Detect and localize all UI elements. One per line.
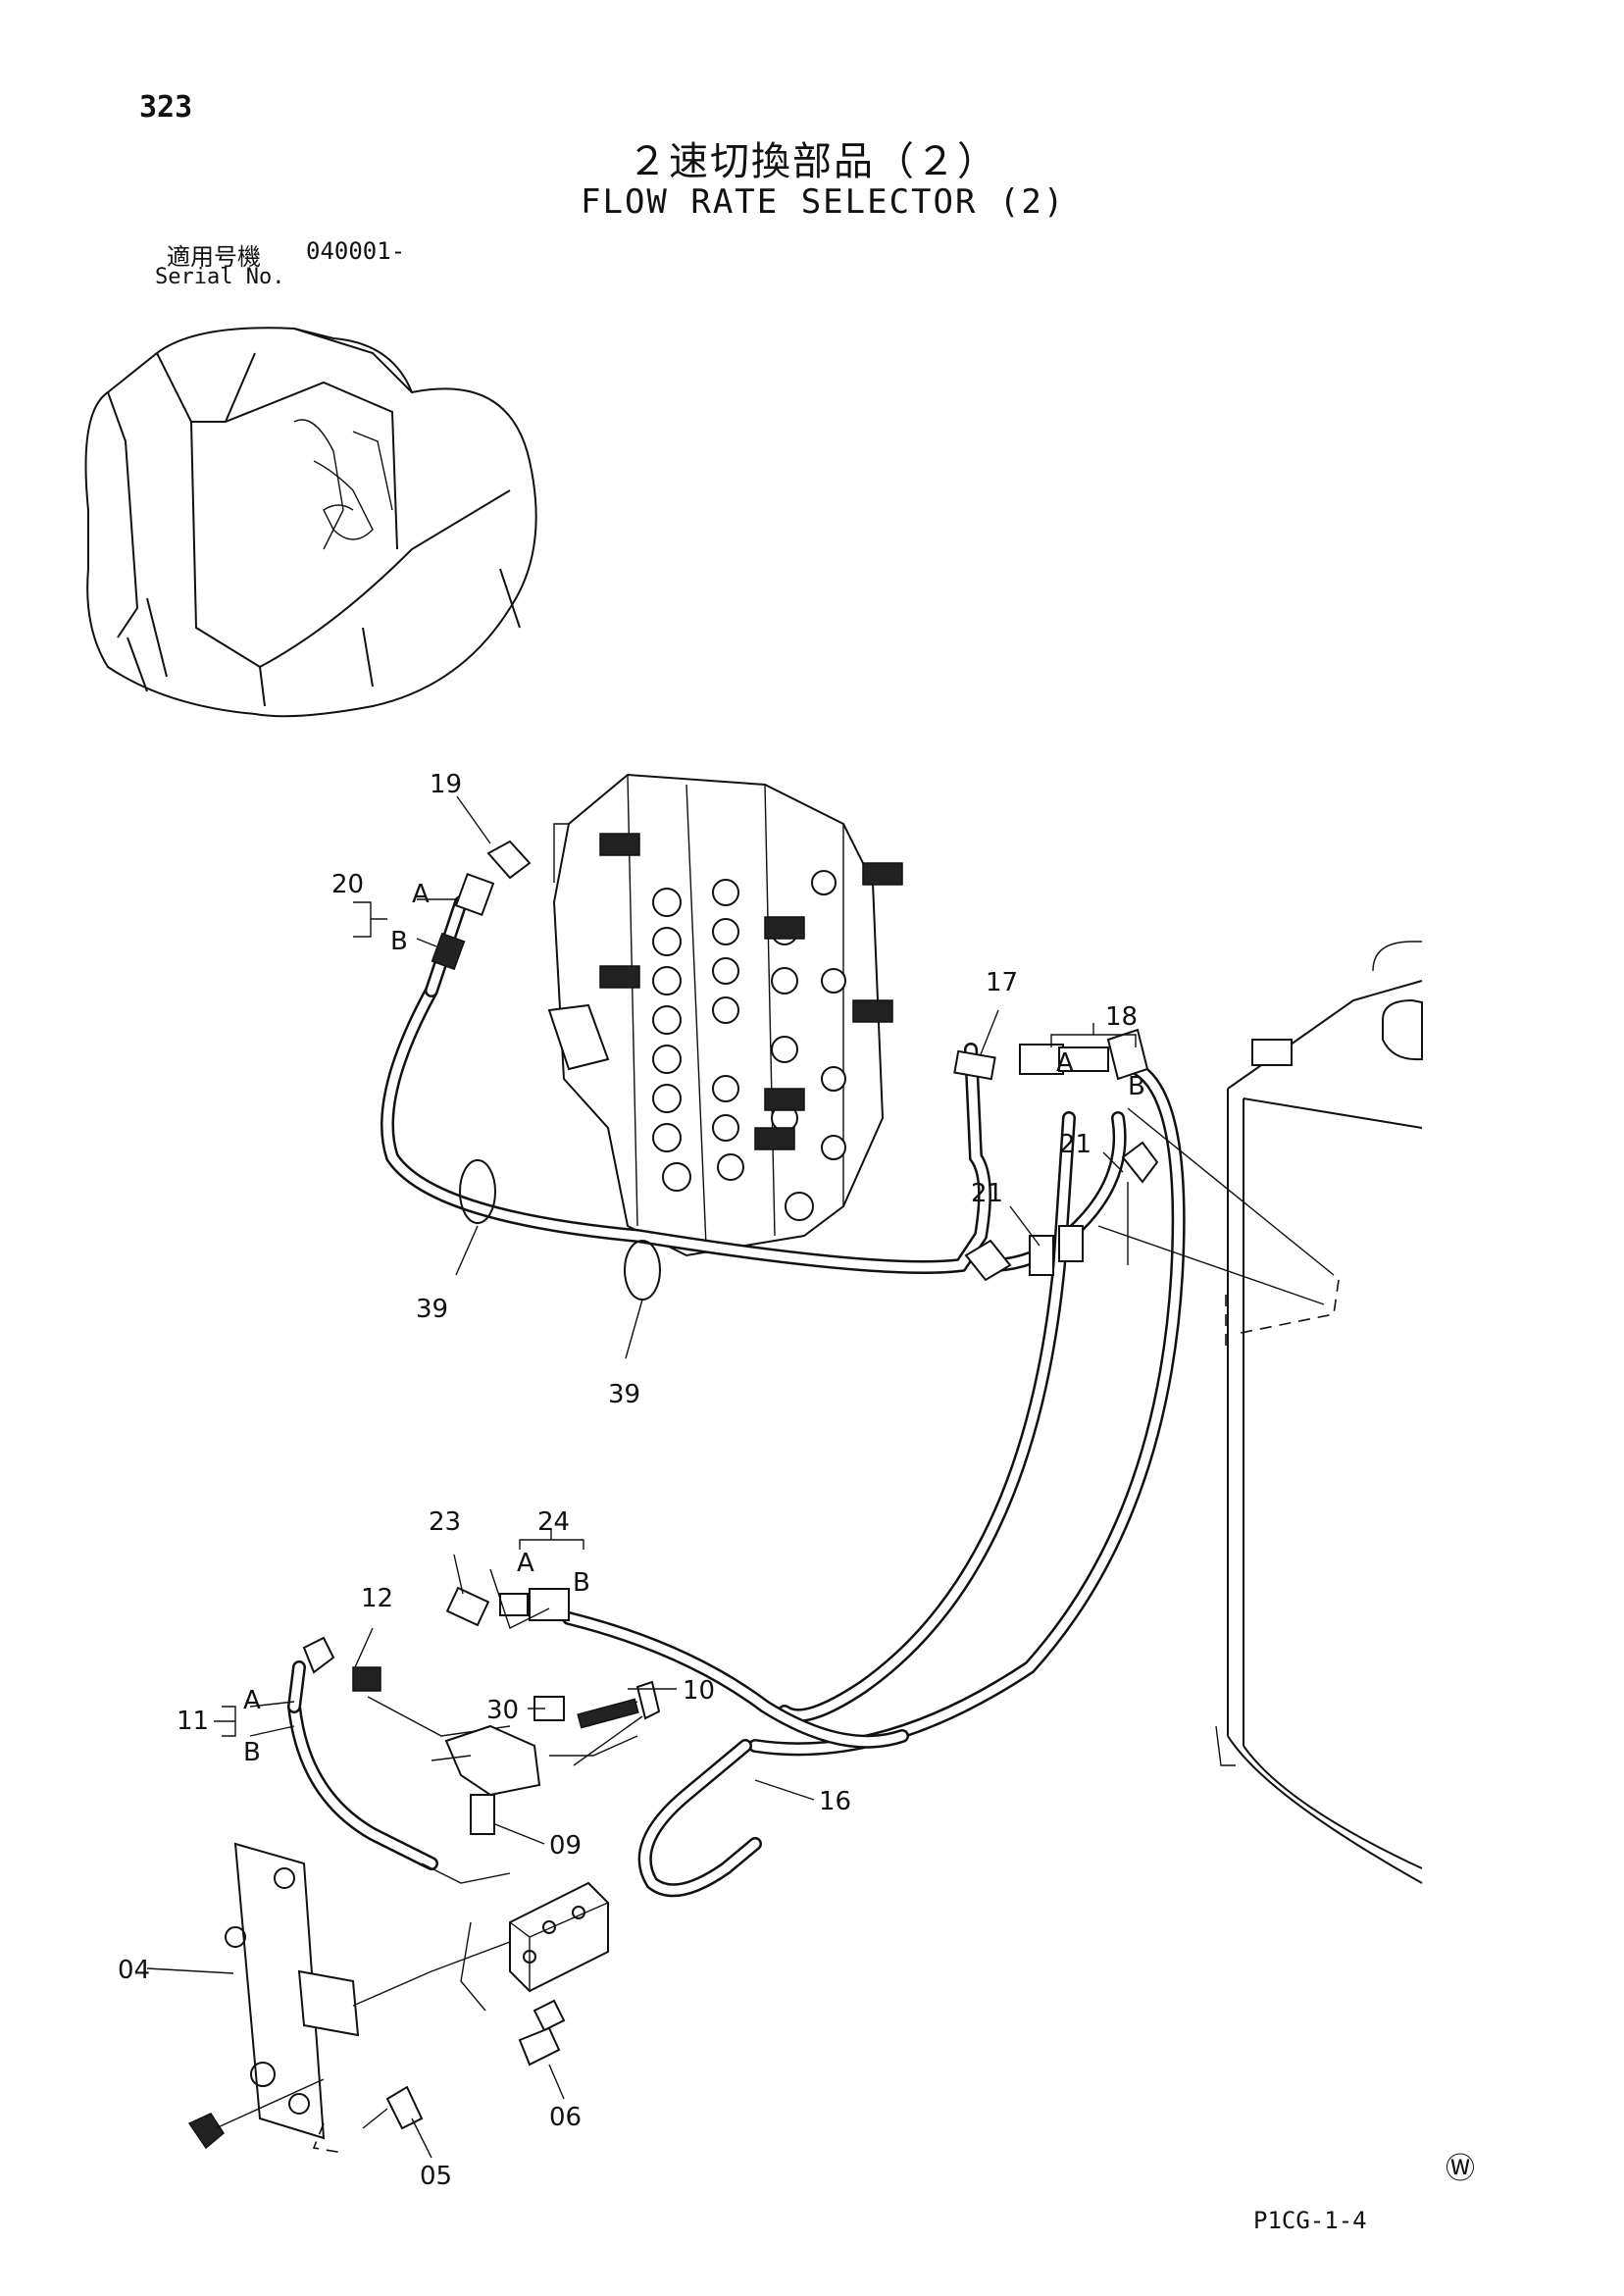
callout-05: 05 bbox=[420, 2162, 452, 2191]
title-japanese: ２速切換部品（２） bbox=[628, 139, 998, 184]
callout-17: 17 bbox=[986, 968, 1018, 997]
callout-16: 16 bbox=[819, 1787, 851, 1816]
page-number: 323 bbox=[139, 90, 193, 125]
callout-24: 24 bbox=[537, 1507, 570, 1537]
control-valve-assembly bbox=[547, 773, 903, 1257]
callout-20: 20 bbox=[331, 870, 364, 899]
bracket-plate bbox=[187, 1842, 511, 2154]
callout-04: 04 bbox=[118, 1956, 150, 1985]
callout-11: 11 bbox=[177, 1707, 209, 1736]
callout-21-lower: 21 bbox=[971, 1179, 1003, 1208]
callout-39-left: 39 bbox=[416, 1295, 448, 1324]
excavator-overview-illustration bbox=[84, 327, 537, 718]
hydraulic-tank bbox=[1215, 941, 1423, 1884]
callout-12: 12 bbox=[361, 1584, 393, 1613]
hose-end-a-24: A bbox=[517, 1549, 534, 1578]
callout-30: 30 bbox=[486, 1696, 519, 1725]
callout-39-right: 39 bbox=[608, 1380, 640, 1409]
serial-number-value: 040001- bbox=[306, 237, 406, 265]
callout-09: 09 bbox=[549, 1831, 582, 1861]
watermark-mark: Ⓦ bbox=[1446, 2152, 1475, 2186]
hose-end-b-24: B bbox=[573, 1568, 590, 1598]
hose-end-b-18: B bbox=[1128, 1072, 1145, 1101]
title-english: FLOW RATE SELECTOR (2) bbox=[581, 182, 1066, 222]
callout-19: 19 bbox=[430, 770, 462, 799]
callout-23: 23 bbox=[429, 1507, 461, 1537]
hose-end-b-11: B bbox=[243, 1738, 261, 1767]
callout-10: 10 bbox=[683, 1676, 715, 1706]
hose-end-a-18: A bbox=[1056, 1048, 1074, 1078]
hose-end-a-11: A bbox=[243, 1686, 261, 1715]
serial-label-english: Serial No. bbox=[155, 265, 285, 289]
hose-end-a-20: A bbox=[412, 880, 430, 909]
callout-06: 06 bbox=[549, 2103, 582, 2132]
serial-label-japanese: 適用号機 bbox=[167, 243, 261, 271]
callout-18: 18 bbox=[1105, 1002, 1138, 1032]
hoses bbox=[287, 895, 1186, 1898]
fittings bbox=[302, 840, 1340, 2066]
hose-end-b-20: B bbox=[390, 927, 408, 956]
callout-21-upper: 21 bbox=[1059, 1130, 1091, 1159]
leader-lines bbox=[146, 795, 1137, 2159]
figure-code: P1CG-1-4 bbox=[1253, 2207, 1367, 2234]
